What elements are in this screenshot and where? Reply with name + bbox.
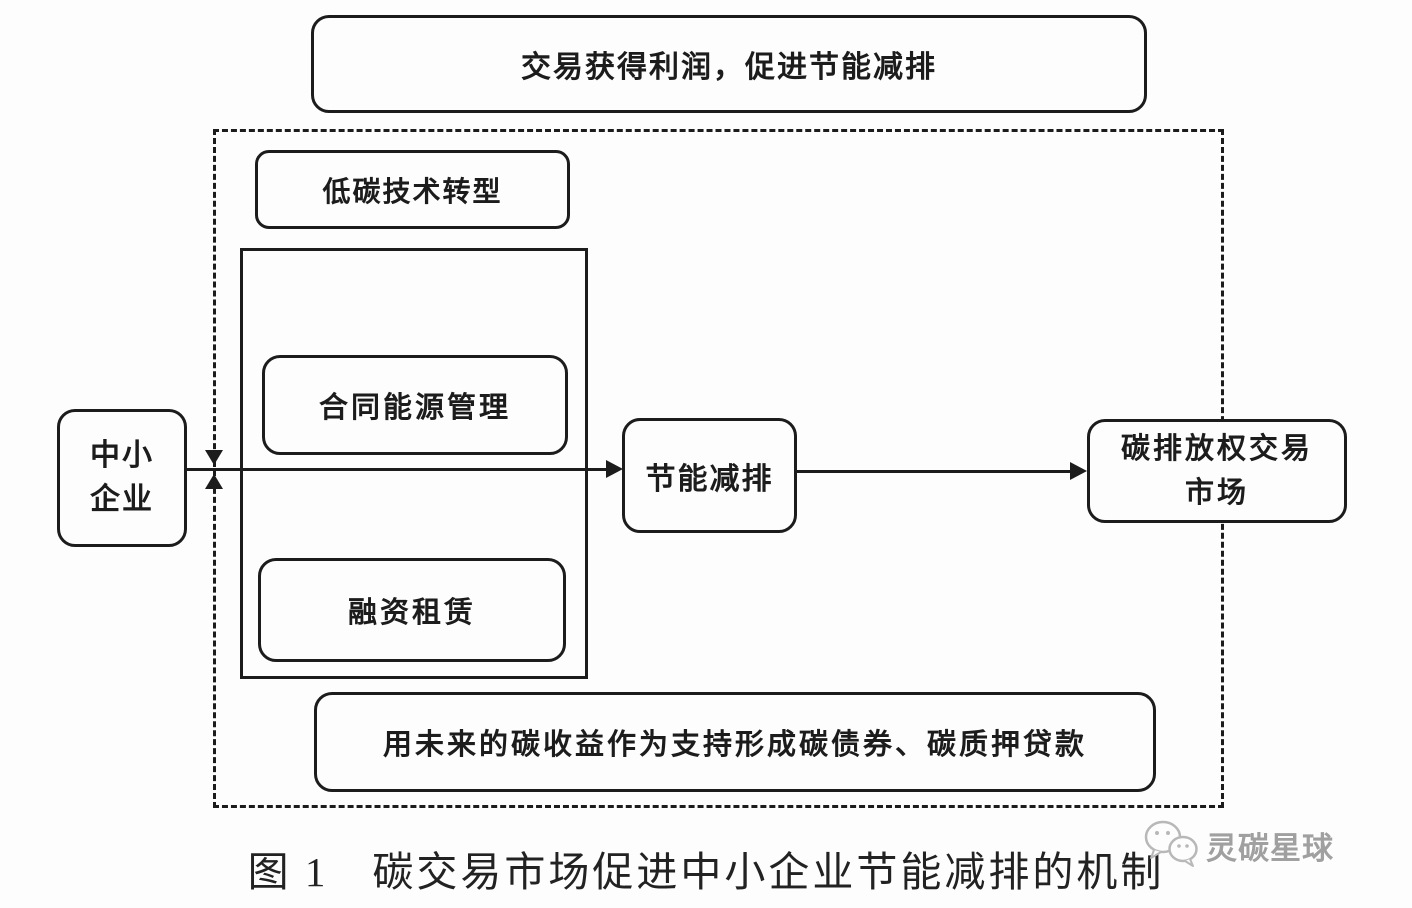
- carbon-market-label-line2: 市场: [1184, 477, 1249, 509]
- figure-caption: 图 1 碳交易市场促进中小企业节能减排的机制: [247, 849, 1165, 895]
- financing-lease-box: 融资租赁: [258, 558, 566, 662]
- energy-saving-label: 节能减排: [645, 462, 774, 496]
- financing-lease-label: 融资租赁: [347, 597, 476, 629]
- arrowhead-up-icon: [205, 474, 223, 489]
- carbon-market-label-line1: 碳排放权交易: [1120, 433, 1313, 465]
- arrowhead-right-icon: [606, 460, 623, 478]
- sme-label-line1: 中小: [90, 439, 154, 472]
- profit-promotion-box: 交易获得利润，促进节能减排: [311, 15, 1147, 113]
- contract-energy-management-label: 合同能源管理: [318, 392, 511, 424]
- wechat-bubbles-icon: [1142, 818, 1200, 873]
- carbon-bond-box: 用未来的碳收益作为支持形成碳债券、碳质押贷款: [314, 692, 1156, 792]
- watermark: 灵碳星球: [1142, 818, 1334, 873]
- arrowhead-right-icon: [1070, 462, 1087, 480]
- measures-group-rect: [240, 248, 588, 679]
- carbon-bond-label: 用未来的碳收益作为支持形成碳债券、碳质押贷款: [382, 729, 1087, 761]
- sme-label-line2: 企业: [90, 483, 154, 516]
- low-carbon-transition-label: 低碳技术转型: [322, 176, 503, 208]
- carbon-market-box: 碳排放权交易 市场: [1087, 419, 1347, 523]
- flow-line-energy-to-market: [797, 470, 1073, 473]
- low-carbon-transition-box: 低碳技术转型: [255, 150, 570, 229]
- contract-energy-management-box: 合同能源管理: [262, 355, 568, 455]
- sme-box: 中小 企业: [57, 409, 187, 547]
- flow-line-sme-to-energy: [186, 468, 608, 471]
- energy-saving-box: 节能减排: [622, 418, 797, 533]
- arrowhead-down-icon: [205, 450, 223, 465]
- watermark-text: 灵碳星球: [1206, 831, 1334, 866]
- profit-promotion-label: 交易获得利润，促进节能减排: [521, 51, 937, 84]
